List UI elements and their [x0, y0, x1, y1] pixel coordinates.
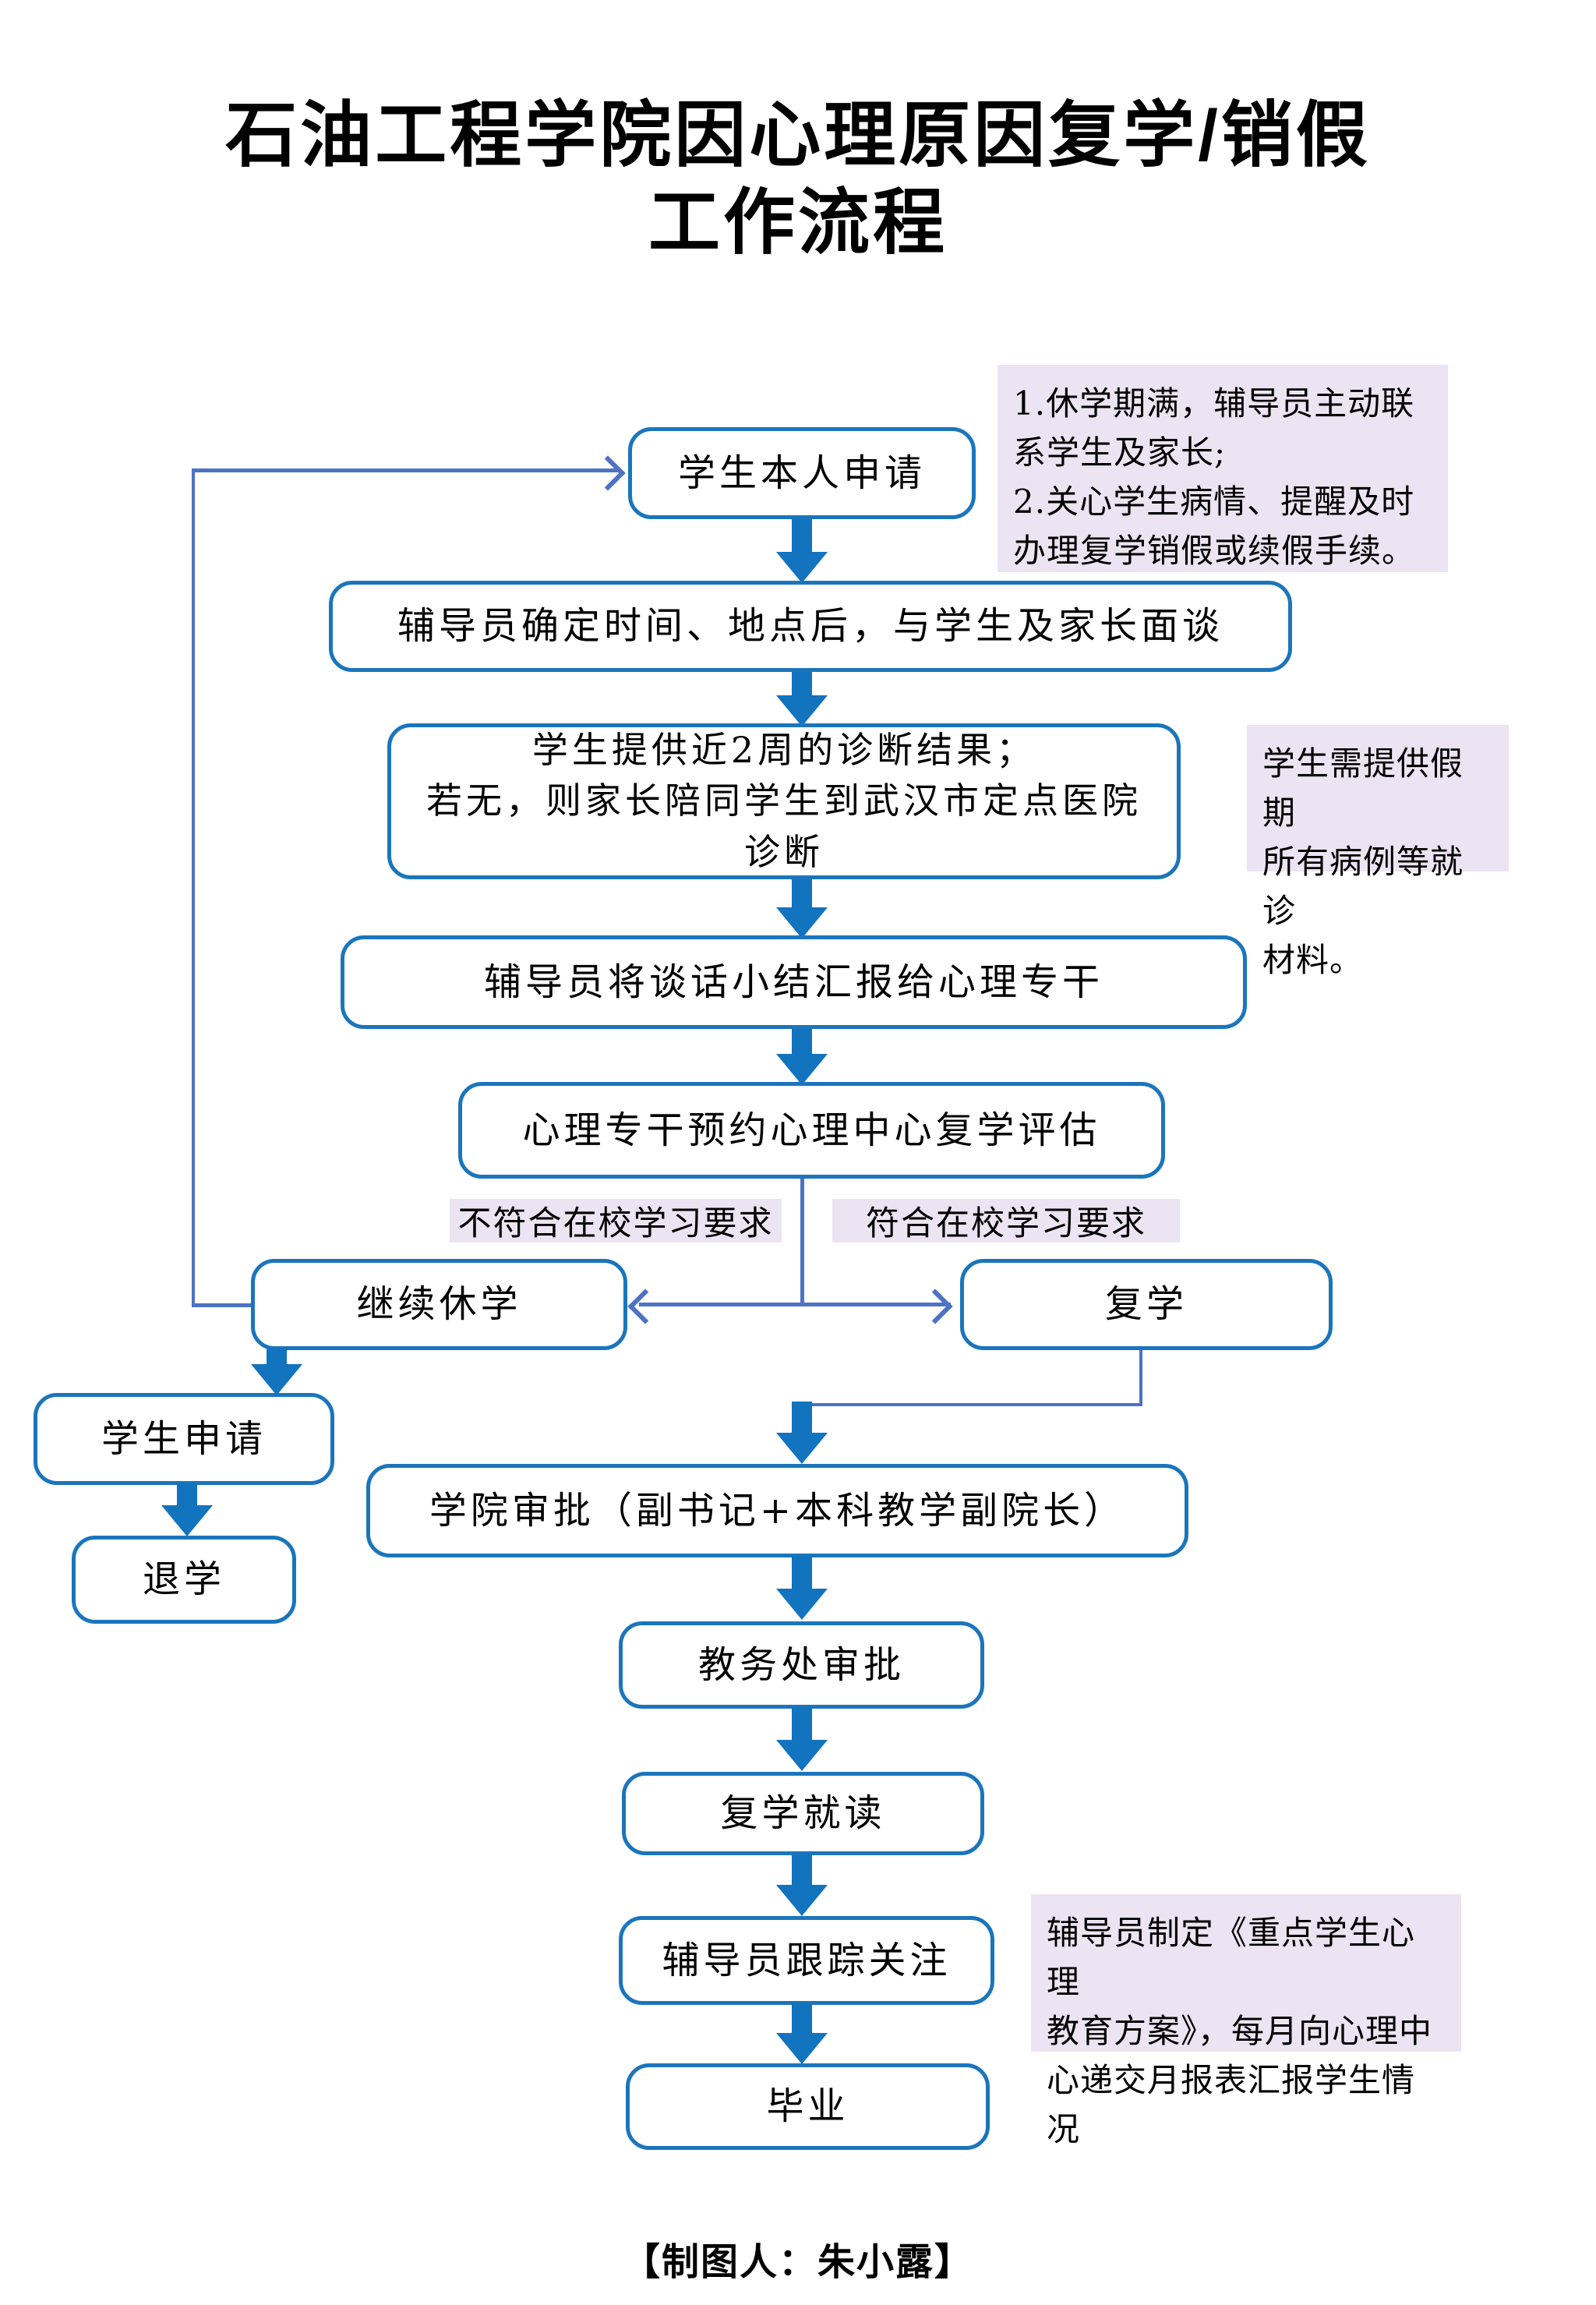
arrowhead-into-apply-icon: [590, 455, 626, 491]
arrow-resumestudy-to-followup: [776, 1854, 828, 1916]
branch-label-not-qualified: 不符合在校学习要求: [450, 1199, 782, 1243]
flow-node-psych-center-evaluation: 心理专干预约心理中心复学评估: [458, 1082, 1165, 1179]
flow-node-resume: 复学: [960, 1259, 1333, 1350]
flow-node-diagnosis: 学生提供近2周的诊断结果； 若无，则家长陪同学生到武汉市定点医院 诊断: [387, 723, 1181, 879]
arrow-followup-to-graduate: [776, 2003, 828, 2064]
flow-node-label: 复学就读: [720, 1791, 886, 1836]
connector-evaluate-stem: [800, 1179, 804, 1305]
flow-node-student-self-apply: 学生本人申请: [628, 427, 976, 519]
page-title: 石油工程学院因心理原因复学/销假 工作流程: [225, 96, 1371, 263]
connector-decision-bar: [639, 1303, 951, 1306]
connector-resume-drop: [1139, 1350, 1142, 1406]
arrow-diagnosis-to-report: [776, 878, 828, 939]
flow-node-label: 继续休学: [356, 1282, 522, 1327]
note-counselor-reminder: 1.休学期满，辅导员主动联 系学生及家长; 2.关心学生病情、提醒及时 办理复学…: [998, 365, 1448, 572]
connector-resume-across: [810, 1403, 1142, 1406]
flow-node-label: 辅导员将谈话小结汇报给心理专干: [483, 960, 1103, 1004]
flow-node-label: 心理专干预约心理中心复学评估: [522, 1108, 1101, 1152]
flow-node-label: 学生本人申请: [677, 451, 926, 495]
flow-node-label: 辅导员跟踪关注: [662, 1938, 952, 1982]
flow-node-label: 学生申请: [101, 1416, 267, 1461]
flow-node-college-approval: 学院审批（副书记+本科教学副院长）: [366, 1464, 1188, 1557]
arrow-college-to-registrar: [776, 1556, 828, 1620]
connector-feedback-bottom: [192, 1303, 254, 1307]
flow-node-label: 毕业: [766, 2084, 849, 2129]
credit-line: 【制图人：朱小露】: [622, 2242, 973, 2283]
flow-node-registrar-approval: 教务处审批: [619, 1621, 984, 1709]
arrow-resume-to-collegeapproval: [776, 1402, 828, 1464]
flow-node-report-to-specialist: 辅导员将谈话小结汇报给心理专干: [341, 935, 1247, 1029]
arrowhead-to-continue-leave-icon: [627, 1289, 663, 1324]
flow-node-counselor-interview: 辅导员确定时间、地点后，与学生及家长面谈: [329, 581, 1292, 672]
arrow-continueleave-to-studentapply: [251, 1349, 302, 1395]
flow-node-student-apply: 学生申请: [34, 1393, 334, 1485]
flow-node-label: 退学: [142, 1557, 225, 1602]
flow-node-resume-study: 复学就读: [622, 1772, 984, 1855]
flow-node-label: 学生提供近2周的诊断结果； 若无，则家长陪同学生到武汉市定点医院 诊断: [426, 729, 1142, 873]
note-followup-plan: 辅导员制定《重点学生心理 教育方案》，每月向心理中 心递交月报表汇报学生情况: [1031, 1894, 1461, 2148]
arrow-studentapply-to-withdraw: [161, 1483, 213, 1536]
flow-node-counselor-followup: 辅导员跟踪关注: [619, 1916, 994, 2005]
branch-label-qualified: 符合在校学习要求: [832, 1199, 1180, 1243]
flow-node-label: 教务处审批: [697, 1642, 905, 1687]
flow-node-withdraw: 退学: [72, 1536, 296, 1624]
connector-feedback-top: [192, 468, 619, 472]
arrow-registrar-to-resumestudy: [776, 1707, 828, 1771]
arrowhead-to-resume-icon: [917, 1289, 953, 1324]
flow-node-continue-leave: 继续休学: [251, 1259, 627, 1350]
arrow-interview-to-diagnosis: [776, 670, 828, 726]
flow-node-label: 复学: [1104, 1282, 1188, 1327]
arrow-report-to-evaluate: [776, 1026, 828, 1085]
arrow-apply-to-interview: [776, 518, 828, 583]
flow-node-label: 辅导员确定时间、地点后，与学生及家长面谈: [397, 604, 1223, 649]
flow-node-label: 学院审批（副书记+本科教学副院长）: [429, 1488, 1126, 1533]
note-medical-materials: 学生需提供假期 所有病例等就诊 材料。: [1247, 725, 1509, 979]
flow-node-graduate: 毕业: [626, 2063, 990, 2150]
connector-feedback-vertical: [192, 468, 195, 1306]
